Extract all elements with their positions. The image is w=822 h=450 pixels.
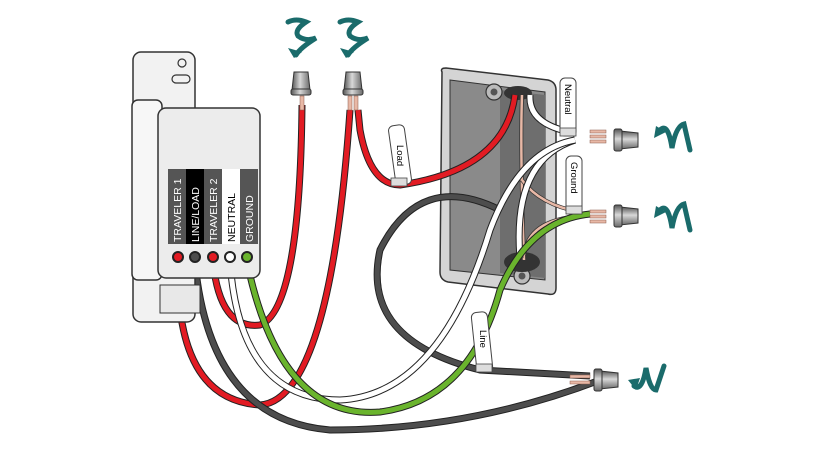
twist-arrow-icon-traveler-2 — [337, 17, 370, 58]
terminal-neutral — [224, 251, 236, 263]
terminal-label-traveler-1: TRAVELER 1 — [172, 178, 184, 242]
load-tag-label: Load — [394, 145, 405, 166]
terminal-label-neutral: NEUTRAL — [226, 193, 238, 242]
wire-nut-ground — [613, 204, 639, 228]
line-copper-ends — [569, 374, 591, 385]
neutral-wire — [227, 137, 576, 403]
twist-arrow-icon-traveler-1 — [285, 17, 318, 58]
wire-nut-line — [593, 368, 619, 392]
load-tag: Load — [388, 124, 412, 187]
line-tag: Line — [470, 311, 494, 373]
ground-wire — [244, 211, 591, 415]
neutral-tag: Neutral — [559, 77, 577, 137]
traveler-2-wire — [210, 104, 305, 328]
traveler-1-wire — [175, 109, 353, 408]
terminal-line-load — [189, 251, 201, 263]
terminal-ground — [241, 251, 253, 263]
strap-screw-hole — [177, 58, 187, 68]
terminal-label-line-load: LINE/LOAD — [190, 187, 202, 242]
terminal-label-traveler-2: TRAVELER 2 — [208, 178, 220, 242]
neutral-tag-label: Neutral — [562, 84, 573, 115]
ground-tag: Ground — [565, 155, 583, 215]
ground-copper-ends — [589, 209, 607, 224]
terminal-label-ground: GROUND — [244, 195, 256, 242]
load-wire — [355, 94, 518, 188]
twist-arrow-icon-neutral — [657, 120, 693, 153]
terminal-traveler-1 — [172, 251, 184, 263]
terminal-labels: TRAVELER 1 LINE/LOAD TRAVELER 2 NEUTRAL … — [168, 169, 258, 244]
line-tag-label: Line — [477, 330, 488, 348]
terminal-traveler-2 — [207, 251, 219, 263]
twist-arrow-icon-ground — [657, 200, 693, 233]
wire-nut-neutral — [613, 128, 639, 152]
traveler-copper-ends — [299, 95, 359, 111]
box-ground-wire — [520, 94, 526, 261]
neutral-copper-ends — [589, 129, 607, 144]
electrical-box — [439, 67, 557, 296]
twist-arrow-icon-line — [631, 363, 667, 393]
wire-nut-traveler-1 — [290, 71, 312, 96]
ground-tag-label: Ground — [568, 162, 579, 194]
wire-nut-traveler-2 — [342, 71, 364, 96]
terminal-holes — [172, 251, 253, 263]
line-wire — [192, 261, 601, 433]
